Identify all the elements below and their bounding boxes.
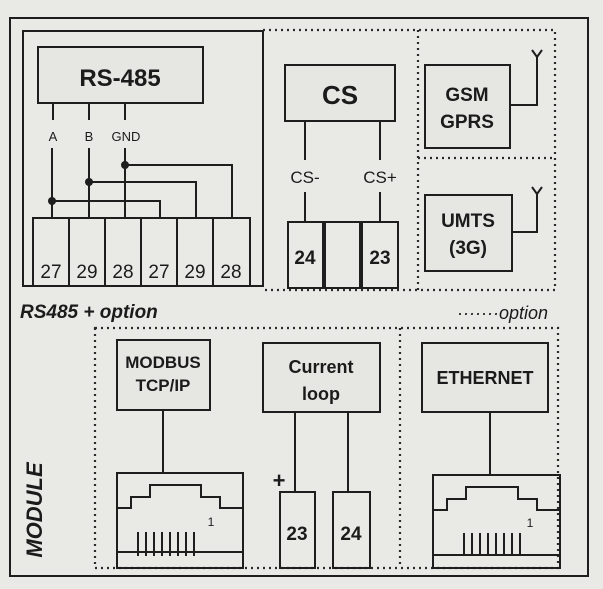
cs-minus-label: CS-: [290, 168, 319, 187]
cs-plus-label: CS+: [363, 168, 397, 187]
signal-a-label: A: [49, 129, 58, 144]
ethernet-label: ETHERNET: [436, 368, 533, 388]
junction-dot: [48, 197, 56, 205]
b-bridge-wire: [89, 181, 197, 218]
antenna-icon: [510, 49, 543, 106]
rs485-section: RS-485 A B GND 27 29 28 27 29 28: [20, 30, 264, 323]
terminal-number: 27: [148, 262, 169, 283]
cs-module-box: [284, 64, 396, 122]
signal-gnd-label: GND: [112, 129, 141, 144]
gsm-module-box: [424, 64, 511, 149]
plus-sign: +: [273, 468, 286, 493]
rs485-terminal-block: 27 29 28 27 29 28: [32, 217, 251, 287]
signal-b-label: B: [85, 129, 94, 144]
current-loop-box: [262, 342, 381, 413]
modbus-label: MODBUS: [125, 353, 201, 372]
umts-label: UMTS: [441, 211, 495, 232]
modbus-box: [116, 339, 211, 411]
antenna-icon: [512, 186, 543, 233]
terminal-number: 24: [340, 524, 362, 545]
rj45-port-icon: 1: [432, 474, 561, 569]
rs485-option-caption: RS485 + option: [20, 302, 158, 323]
terminal-number: 23: [369, 248, 390, 269]
terminal: [332, 491, 371, 569]
gnd-bridge-wire: [125, 164, 233, 218]
terminal-number: 23: [286, 524, 307, 545]
module-section: MODULE MODBUS TCP/IP 1 Current loop + 23: [22, 326, 561, 570]
ethernet-box: [421, 342, 549, 413]
wireless-section: GSM GPRS UMTS (3G) ·······option: [424, 49, 548, 323]
junction-dot: [121, 161, 129, 169]
umts-module-box: [424, 194, 513, 272]
terminal-number: 24: [294, 248, 316, 269]
current-label: Current: [288, 357, 353, 377]
gsm-label: GSM: [445, 85, 488, 106]
3g-label: (3G): [449, 238, 487, 259]
gprs-label: GPRS: [440, 112, 494, 133]
rj45-port-icon: 1: [116, 472, 244, 569]
tcpip-label: TCP/IP: [136, 376, 191, 395]
cs-label: CS: [322, 80, 358, 110]
module-side-label: MODULE: [22, 461, 47, 558]
option-region-border: [263, 28, 557, 292]
terminal-number: 28: [112, 262, 133, 283]
cs-section: CS CS- CS+ 24 23: [284, 64, 399, 289]
terminal: [279, 491, 316, 569]
module-region-border: [93, 326, 560, 570]
pin1-label: 1: [527, 516, 534, 530]
pin1-label: 1: [208, 515, 215, 529]
terminal-number: 29: [184, 262, 205, 283]
loop-label: loop: [302, 384, 340, 404]
outer-frame: [9, 17, 589, 577]
option-caption: ·······option: [457, 303, 548, 323]
rs485-module-box: [37, 46, 204, 104]
terminal-number: 28: [220, 262, 241, 283]
junction-dot: [85, 178, 93, 186]
terminal-number: 29: [76, 262, 97, 283]
rs485-label: RS-485: [79, 65, 160, 92]
a-bridge-wire: [52, 200, 161, 218]
terminal-number: 27: [40, 262, 61, 283]
